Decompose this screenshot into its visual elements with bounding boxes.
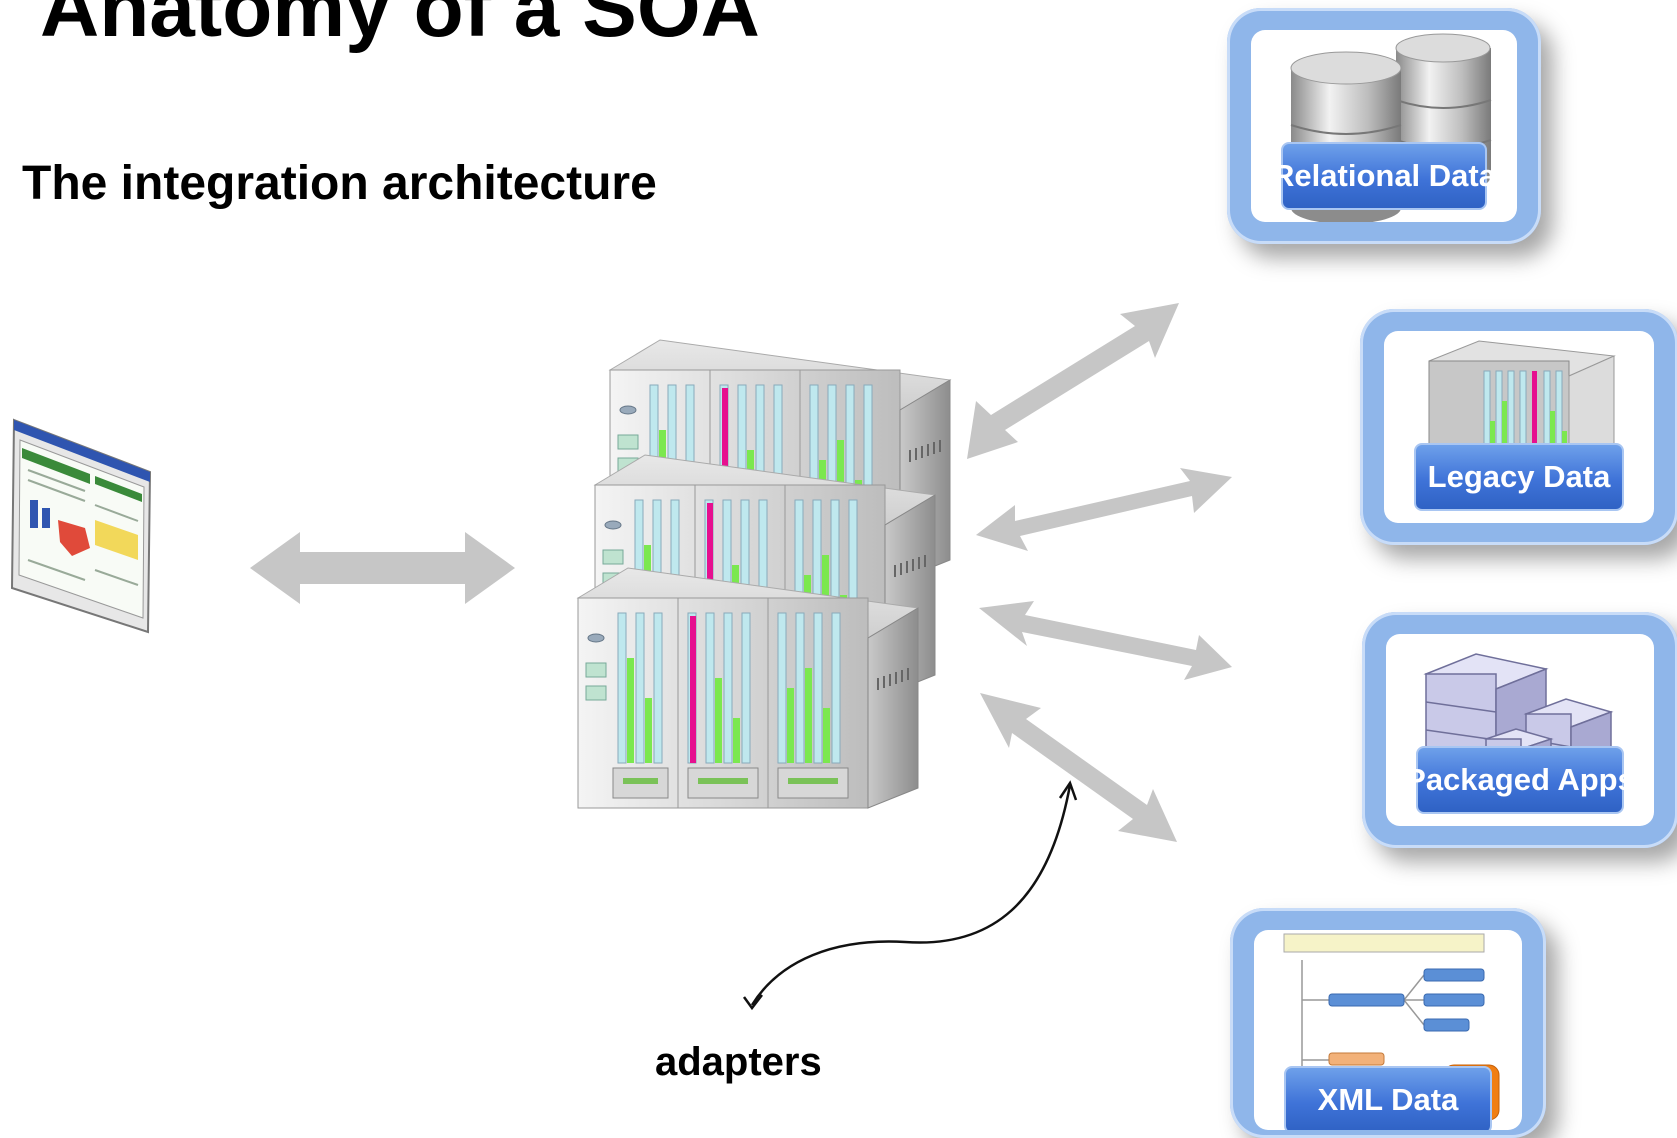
browser-server-arrow xyxy=(250,532,515,604)
legacy-data-tile: Legacy Data xyxy=(1360,309,1677,545)
packaged-apps-label: Packaged Apps xyxy=(1405,746,1635,814)
slide-subtitle: The integration architecture xyxy=(22,157,657,210)
legacy-data-label: Legacy Data xyxy=(1414,443,1624,511)
adapters-label: adapters xyxy=(655,1040,822,1084)
legacy-data-arrow xyxy=(976,468,1232,551)
xml-data-tile: XML Data xyxy=(1230,908,1546,1138)
slide-title: Anatomy of a SOA xyxy=(40,0,760,54)
relational-data-tile: Relational Data xyxy=(1227,8,1541,244)
xml-data-arrow xyxy=(980,693,1177,842)
packaged-apps-tile: Packaged Apps xyxy=(1362,612,1677,848)
relational-data-label: Relational Data xyxy=(1272,142,1496,210)
xml-data-label: XML Data xyxy=(1284,1066,1492,1130)
packaged-apps-arrow xyxy=(979,601,1232,680)
connection-arrows xyxy=(250,303,1232,842)
server-cluster-icon xyxy=(577,339,951,809)
adapters-pointer-curve xyxy=(742,780,1078,1011)
relational-data-arrow xyxy=(967,303,1179,459)
browser-window-icon xyxy=(10,418,152,634)
